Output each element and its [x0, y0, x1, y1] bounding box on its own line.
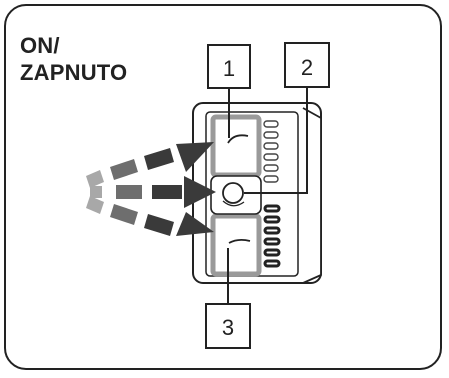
upper-panel-slot: [227, 134, 249, 144]
heading-line-2: ZAPNUTO: [20, 60, 128, 85]
arrow-down-right-icon: [86, 196, 214, 236]
center-knob-shadow: [222, 200, 245, 207]
callout-3: 3: [205, 248, 251, 349]
device-side-face: [302, 107, 322, 284]
heading: ON/ ZAPNUTO: [20, 32, 127, 86]
lower-indicator-slots: [263, 204, 281, 268]
callout-1-label: 1: [223, 56, 235, 81]
upper-panel: [210, 114, 262, 178]
arrow-up-right-icon: [86, 142, 214, 188]
callout-2-label: 2: [301, 55, 313, 80]
callout-2: 2: [244, 42, 330, 194]
heading-line-1: ON/: [20, 33, 60, 58]
lower-panel-slot: [228, 238, 251, 244]
callout-3-label: 3: [222, 315, 234, 340]
callout-2-leader: [244, 87, 308, 194]
lower-panel: [210, 213, 262, 277]
center-knob: [222, 182, 244, 204]
callout-1: 1: [207, 44, 251, 138]
arrow-right-icon: [90, 176, 216, 208]
upper-indicator-slots: [263, 120, 279, 183]
